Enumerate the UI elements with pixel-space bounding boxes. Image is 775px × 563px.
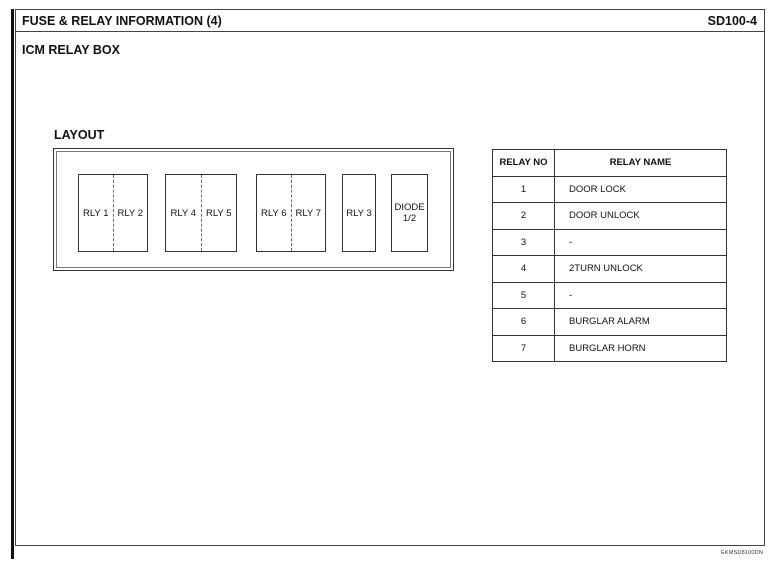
table-row: 4 2TURN UNLOCK [492, 255, 727, 283]
footer-code: EKMSD8100DN [721, 550, 763, 556]
table-row: 3 - [492, 228, 727, 256]
relay-label: RLY 1 [79, 175, 114, 251]
col-header-relay-no: RELAY NO [492, 149, 555, 177]
relay-label: RLY 5 [205, 207, 232, 219]
table-row: 2 DOOR UNLOCK [492, 202, 727, 230]
relay-label: RLY 4 [166, 175, 202, 251]
relay-no-cell: 2 [492, 202, 555, 230]
page-frame [15, 9, 765, 546]
relay-name-cell: - [554, 281, 727, 309]
relay-name-cell: 2TURN UNLOCK [554, 255, 727, 283]
table-row: 6 BURGLAR ALARM [492, 308, 727, 336]
relay-pair-1-2: RLY 1 RLY 2 [78, 174, 148, 252]
relay-no-cell: 1 [492, 175, 555, 203]
table-row: 1 DOOR LOCK [492, 175, 727, 203]
table-header-row: RELAY NO RELAY NAME [492, 149, 727, 177]
diode-label: DIODE [394, 202, 425, 213]
diode-block: DIODE 1/2 [391, 174, 428, 252]
relay-pair-4-5: RLY 4 RLY 5 [165, 174, 237, 252]
relay-no-cell: 6 [492, 308, 555, 336]
relay-name-cell: DOOR UNLOCK [554, 202, 727, 230]
relay-name-cell: BURGLAR HORN [554, 334, 727, 362]
diode-number: 1/2 [402, 213, 417, 224]
col-header-relay-name: RELAY NAME [554, 149, 727, 177]
header-divider [16, 31, 765, 32]
relay-name-cell: - [554, 228, 727, 256]
table-row: 7 BURGLAR HORN [492, 334, 727, 362]
relay-label: RLY 7 [295, 207, 322, 219]
relay-table: RELAY NO RELAY NAME 1 DOOR LOCK 2 DOOR U… [492, 149, 727, 362]
page-title: FUSE & RELAY INFORMATION (4) [22, 14, 222, 28]
relay-pair-6-7: RLY 6 RLY 7 [256, 174, 326, 252]
relay-label: RLY 2 [117, 207, 144, 219]
relay-name-cell: DOOR LOCK [554, 175, 727, 203]
section-title: ICM RELAY BOX [22, 43, 120, 57]
layout-title: LAYOUT [54, 128, 105, 142]
relay-box-inner-outline [56, 151, 451, 268]
relay-box-outline [53, 148, 454, 271]
relay-label: RLY 6 [257, 175, 292, 251]
relay-no-cell: 4 [492, 255, 555, 283]
page-code: SD100-4 [707, 14, 757, 28]
relay-no-cell: 7 [492, 334, 555, 362]
relay-no-cell: 5 [492, 281, 555, 309]
table-row: 5 - [492, 281, 727, 309]
relay-no-cell: 3 [492, 228, 555, 256]
relay-3: RLY 3 [342, 174, 376, 252]
relay-name-cell: BURGLAR ALARM [554, 308, 727, 336]
left-binding-bar [11, 9, 14, 559]
